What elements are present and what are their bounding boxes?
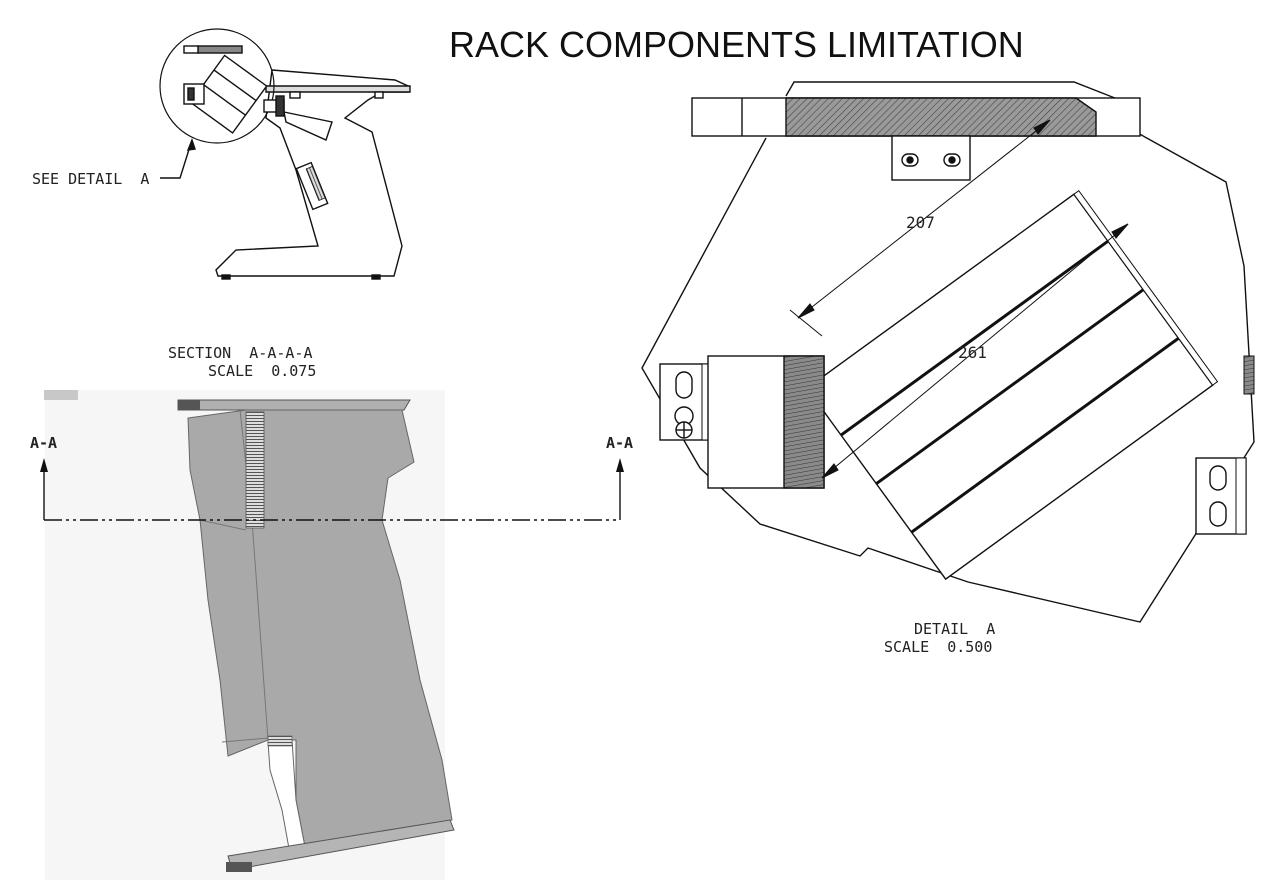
scale-bar	[44, 390, 78, 400]
detail-circle	[159, 28, 275, 144]
side-view	[159, 28, 411, 280]
rack-slab	[805, 190, 1219, 581]
dimension-261	[821, 223, 1129, 479]
foot-left	[221, 274, 231, 280]
detail-scale: SCALE 0.500	[884, 638, 992, 656]
rack-block	[189, 54, 268, 134]
dimension-261-label: 261	[958, 343, 987, 362]
detail-heading: DETAIL A	[914, 620, 995, 638]
section-scale: SCALE 0.075	[208, 362, 316, 380]
dimension-207-label: 207	[906, 213, 935, 232]
see-detail-label: SEE DETAIL A	[32, 170, 149, 188]
dimension-207	[789, 119, 1051, 337]
cut-label-left: A-A	[30, 434, 57, 452]
section-heading: SECTION A-A-A-A	[168, 344, 313, 362]
section-view: SECTION A-A-A-A SCALE 0.075 A-A A-A	[30, 344, 633, 880]
detail-view	[641, 81, 1255, 623]
cut-label-right: A-A	[606, 434, 633, 452]
drawing-title: RACK COMPONENTS LIMITATION	[449, 24, 1024, 65]
desk-top	[265, 85, 411, 93]
section-top-board	[177, 399, 411, 411]
section-rack-column	[245, 411, 265, 529]
foot-right	[371, 274, 381, 280]
callout-leader	[160, 139, 193, 179]
lower-rack-unit	[295, 161, 329, 211]
